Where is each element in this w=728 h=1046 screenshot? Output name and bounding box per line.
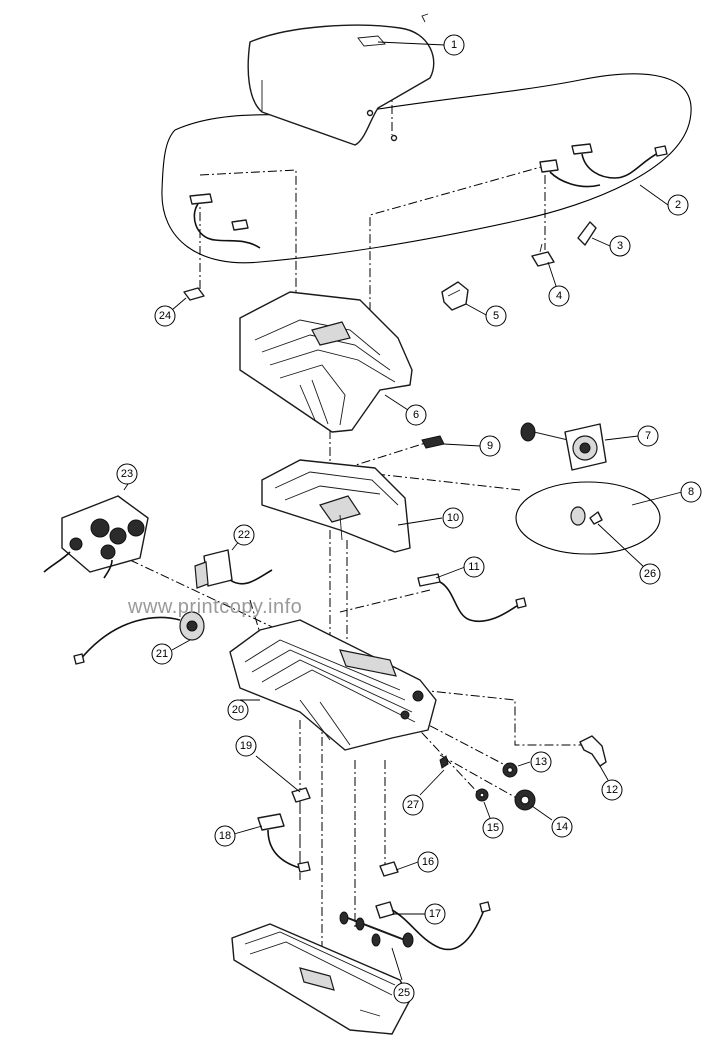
callout-12-label: 12 [606, 784, 618, 796]
callout-23: 23 [116, 463, 138, 485]
part-3-lever [577, 221, 597, 246]
callout-9-label: 9 [487, 440, 493, 452]
part-15-gear [475, 788, 489, 802]
part-22-solenoid [194, 549, 273, 589]
callout-11-label: 11 [468, 561, 479, 573]
callout-13: 13 [530, 751, 552, 773]
part-18-sensor [257, 813, 311, 873]
callout-14: 14 [551, 816, 573, 838]
callout-22: 22 [233, 524, 255, 546]
part-9-clip [421, 435, 445, 449]
callout-19: 19 [235, 735, 257, 757]
callout-2: 2 [667, 194, 689, 216]
part-19-sensor [291, 787, 311, 803]
part-23-gear-assembly [43, 495, 149, 579]
part-11-cable [417, 573, 527, 623]
callout-11: 11 [463, 556, 485, 578]
callout-4-label: 4 [556, 290, 562, 302]
callout-4: 4 [548, 285, 570, 307]
callout-17: 17 [424, 903, 446, 925]
callout-15-label: 15 [487, 822, 499, 834]
callout-27: 27 [402, 794, 424, 816]
part-14-gear [514, 789, 536, 811]
callout-8-label: 8 [688, 486, 694, 498]
callout-6-label: 6 [413, 409, 419, 421]
part-13-gear [502, 762, 518, 778]
callout-9: 9 [479, 435, 501, 457]
callout-7: 7 [637, 425, 659, 447]
watermark-text: www.printcopy.info [128, 596, 303, 618]
callout-16: 16 [417, 851, 439, 873]
part-5-bracket [441, 281, 469, 311]
part-8-group-outline [515, 481, 661, 555]
part-12-bracket [579, 735, 607, 767]
callout-10: 10 [442, 507, 464, 529]
callout-21: 21 [151, 643, 173, 665]
callout-15: 15 [482, 817, 504, 839]
part-2-harness [189, 143, 668, 249]
part-16-sensor [379, 861, 399, 877]
callout-20: 20 [227, 699, 249, 721]
callout-6: 6 [405, 404, 427, 426]
callout-25: 25 [393, 982, 415, 1004]
callout-24: 24 [154, 305, 176, 327]
callout-12: 12 [601, 779, 623, 801]
callout-3-label: 3 [617, 240, 623, 252]
callout-14-label: 14 [556, 821, 568, 833]
callout-13-label: 13 [535, 756, 547, 768]
callout-23-label: 23 [121, 468, 133, 480]
callout-10-label: 10 [447, 512, 459, 524]
part-4-sensor [531, 243, 555, 267]
callout-5: 5 [485, 305, 507, 327]
part-1-top-cover [247, 13, 435, 146]
callout-21-label: 21 [156, 648, 168, 660]
callout-3: 3 [609, 235, 631, 257]
callout-7-label: 7 [645, 430, 651, 442]
harness-group-outline [161, 73, 692, 264]
part-20-main-frame [229, 619, 437, 751]
callout-22-label: 22 [238, 529, 250, 541]
callout-17-label: 17 [429, 908, 441, 920]
callout-27-label: 27 [407, 799, 419, 811]
part-10-middle-guide [261, 459, 411, 553]
bottom-cover [231, 923, 411, 1035]
callout-16-label: 16 [422, 856, 434, 868]
part-26-roller [570, 506, 603, 526]
part-27-screw [439, 755, 449, 769]
callout-2-label: 2 [675, 199, 681, 211]
callout-25-label: 25 [398, 987, 410, 999]
part-24-sensor [183, 287, 205, 301]
callout-19-label: 19 [240, 740, 252, 752]
part-7-motor [520, 422, 607, 471]
part-21-motor [73, 611, 205, 665]
callout-1: 1 [443, 34, 465, 56]
callout-8: 8 [680, 481, 702, 503]
callout-5-label: 5 [493, 310, 499, 322]
callout-26-label: 26 [644, 568, 656, 580]
callout-18: 18 [214, 825, 236, 847]
callout-18-label: 18 [219, 830, 231, 842]
part-25-roller [339, 911, 414, 948]
callout-1-label: 1 [451, 39, 457, 51]
callout-20-label: 20 [232, 704, 244, 716]
part-6-upper-guide [239, 291, 413, 433]
callout-26: 26 [639, 563, 661, 585]
callout-24-label: 24 [159, 310, 171, 322]
